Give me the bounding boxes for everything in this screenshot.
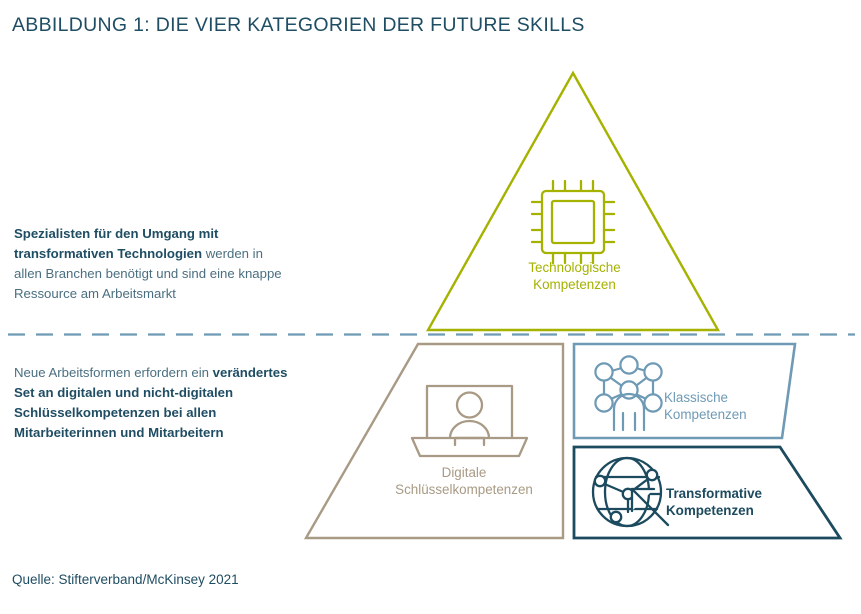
annotation-top: Spezialisten für den Umgang mit transfor… bbox=[14, 224, 292, 304]
source-note: Quelle: Stifterverband/McKinsey 2021 bbox=[12, 572, 239, 587]
chip-icon bbox=[530, 179, 616, 265]
shape-technologische[interactable] bbox=[425, 70, 721, 332]
shape-transformative[interactable] bbox=[572, 445, 843, 540]
shape-klassische[interactable] bbox=[572, 342, 797, 440]
annotation-top-strong: Spezialisten für den Umgang mit transfor… bbox=[14, 226, 219, 262]
page-title: ABBILDUNG 1: DIE VIER KATEGORIEN DER FUT… bbox=[12, 14, 585, 36]
shape-digitale[interactable] bbox=[303, 342, 565, 540]
annotation-bottom-lead: Neue Arbeitsformen erfordern ein bbox=[14, 365, 213, 380]
annotation-bottom-strong: verändertes Set an digitalen und nicht-d… bbox=[14, 365, 288, 441]
network-people-icon bbox=[594, 355, 663, 432]
globe-arrow-icon bbox=[591, 456, 670, 528]
annotation-bottom: Neue Arbeitsformen erfordern ein verände… bbox=[14, 363, 292, 443]
laptop-person-icon bbox=[410, 384, 529, 458]
annotation-top-rest: werden in allen Branchen benötigt und si… bbox=[14, 246, 282, 302]
